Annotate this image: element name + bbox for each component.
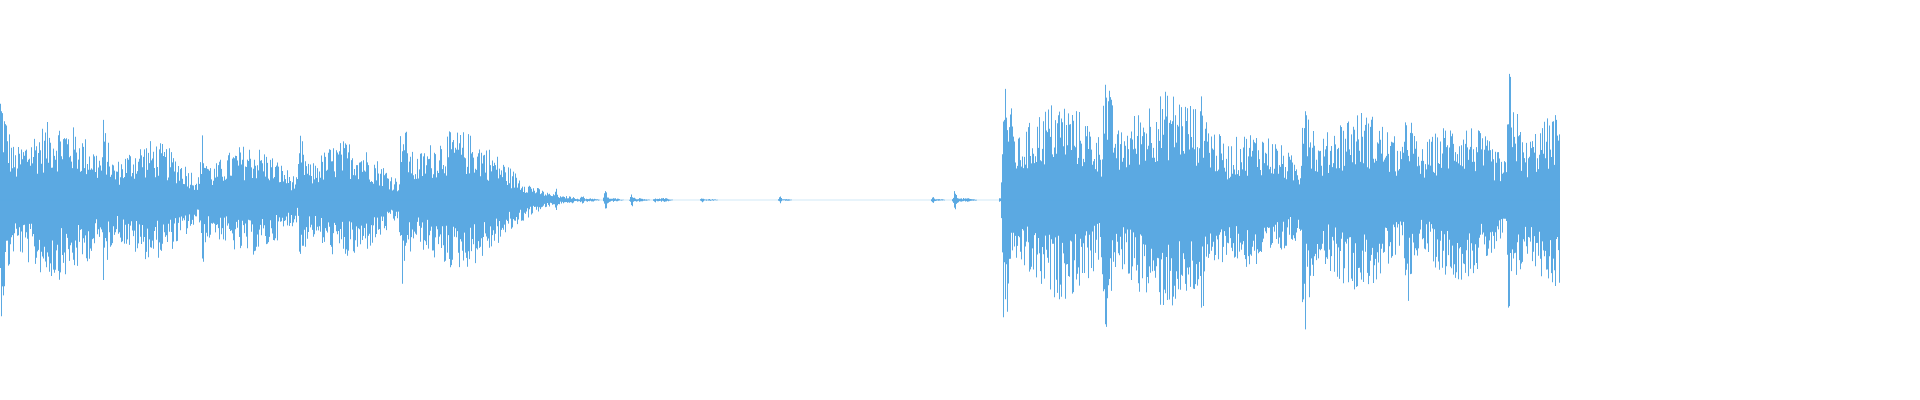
waveform-trace — [0, 73, 1560, 330]
waveform-bars — [0, 73, 1560, 330]
